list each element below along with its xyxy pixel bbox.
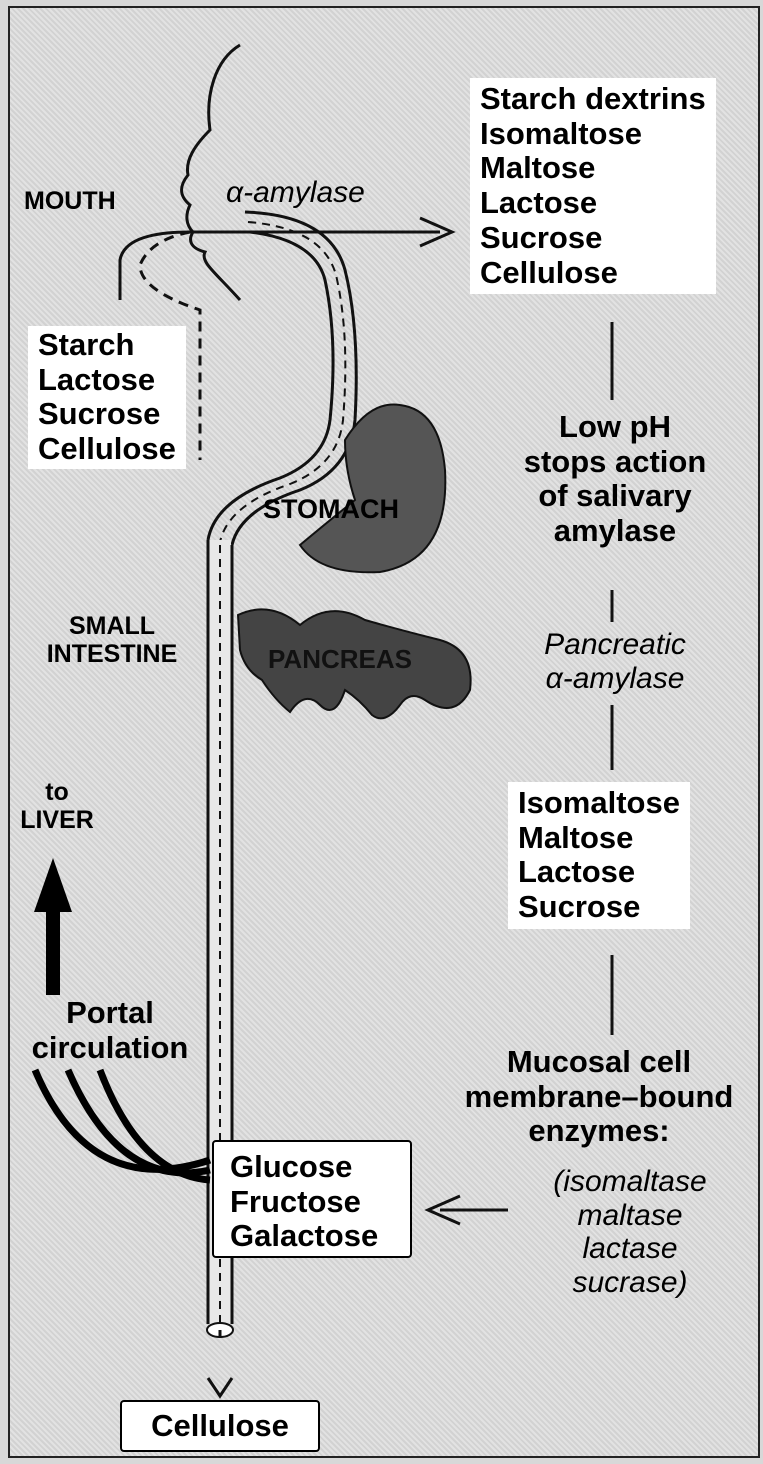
mouth-product-item: Lactose — [480, 186, 706, 221]
mucosal-enzyme-item: (isomaltase — [510, 1165, 750, 1199]
mucosal-enzyme-item: maltase — [510, 1199, 750, 1233]
excreted-cellulose-box: Cellulose — [120, 1400, 320, 1452]
portal-vein-2 — [68, 1070, 210, 1173]
intestinal-disaccharides-list: Isomaltose Maltose Lactose Sucrose — [508, 782, 690, 929]
disaccharide-item: Isomaltose — [518, 786, 680, 821]
head-profile — [182, 45, 241, 300]
mucosal-heading-line: Mucosal cell — [438, 1045, 760, 1080]
dietary-item: Cellulose — [38, 432, 176, 467]
excretion-arrowhead — [208, 1378, 232, 1396]
stomach-label: STOMACH — [263, 494, 399, 524]
portal-circulation-label: Portal circulation — [12, 996, 208, 1065]
disaccharide-item: Sucrose — [518, 890, 680, 925]
monosaccharide-item: Glucose — [230, 1150, 410, 1185]
mucosal-enzymes-heading: Mucosal cell membrane–bound enzymes: — [438, 1045, 760, 1149]
mucosal-enzyme-item: lactase — [510, 1232, 750, 1266]
salivary-amylase-label: α-amylase — [226, 176, 365, 210]
low-ph-line: Low pH — [500, 410, 730, 445]
mucosal-heading-line: enzymes: — [438, 1114, 760, 1149]
portal-circulation-line: Portal — [12, 996, 208, 1031]
stomach-shape — [300, 404, 445, 572]
pancreas-label: PANCREAS — [268, 645, 412, 674]
mouth-label: MOUTH — [24, 187, 116, 215]
portal-circulation-line: circulation — [12, 1031, 208, 1066]
pancreatic-amylase-label: Pancreatic α-amylase — [500, 628, 730, 695]
small-intestine-label: SMALL INTESTINE — [22, 612, 202, 668]
low-ph-line: of salivary — [500, 479, 730, 514]
mouth-product-item: Isomaltose — [480, 117, 706, 152]
to-liver-label: to LIVER — [12, 778, 102, 834]
mouth-product-item: Maltose — [480, 151, 706, 186]
low-ph-line: amylase — [500, 514, 730, 549]
to-liver-line: LIVER — [12, 806, 102, 834]
mouth-product-item: Sucrose — [480, 221, 706, 256]
mucosal-enzymes-list: (isomaltase maltase lactase sucrase) — [510, 1165, 750, 1299]
to-liver-arrowhead — [34, 858, 72, 912]
small-intestine-line: INTESTINE — [22, 640, 202, 668]
mucosal-enzyme-item: sucrase) — [510, 1266, 750, 1300]
to-liver-arrow-shaft — [46, 905, 60, 995]
mouth-product-item: Cellulose — [480, 256, 706, 291]
monosaccharide-item: Galactose — [230, 1219, 410, 1254]
mouth-products-list: Starch dextrins Isomaltose Maltose Lacto… — [470, 78, 716, 294]
low-ph-note: Low pH stops action of salivary amylase — [500, 410, 730, 549]
disaccharide-item: Maltose — [518, 821, 680, 856]
low-ph-line: stops action — [500, 445, 730, 480]
to-liver-line: to — [12, 778, 102, 806]
small-intestine-line: SMALL — [22, 612, 202, 640]
monosaccharide-item: Fructose — [230, 1185, 410, 1220]
pancreatic-amylase-line: α-amylase — [500, 662, 730, 696]
dietary-intake-list: Starch Lactose Sucrose Cellulose — [28, 326, 186, 469]
dietary-item: Starch — [38, 328, 176, 363]
dietary-item: Lactose — [38, 363, 176, 398]
mouth-product-item: Starch dextrins — [480, 82, 706, 117]
monosaccharides-box: Glucose Fructose Galactose — [212, 1140, 412, 1258]
pancreatic-amylase-line: Pancreatic — [500, 628, 730, 662]
mucosal-heading-line: membrane–bound — [438, 1080, 760, 1115]
dietary-item: Sucrose — [38, 397, 176, 432]
disaccharide-item: Lactose — [518, 855, 680, 890]
